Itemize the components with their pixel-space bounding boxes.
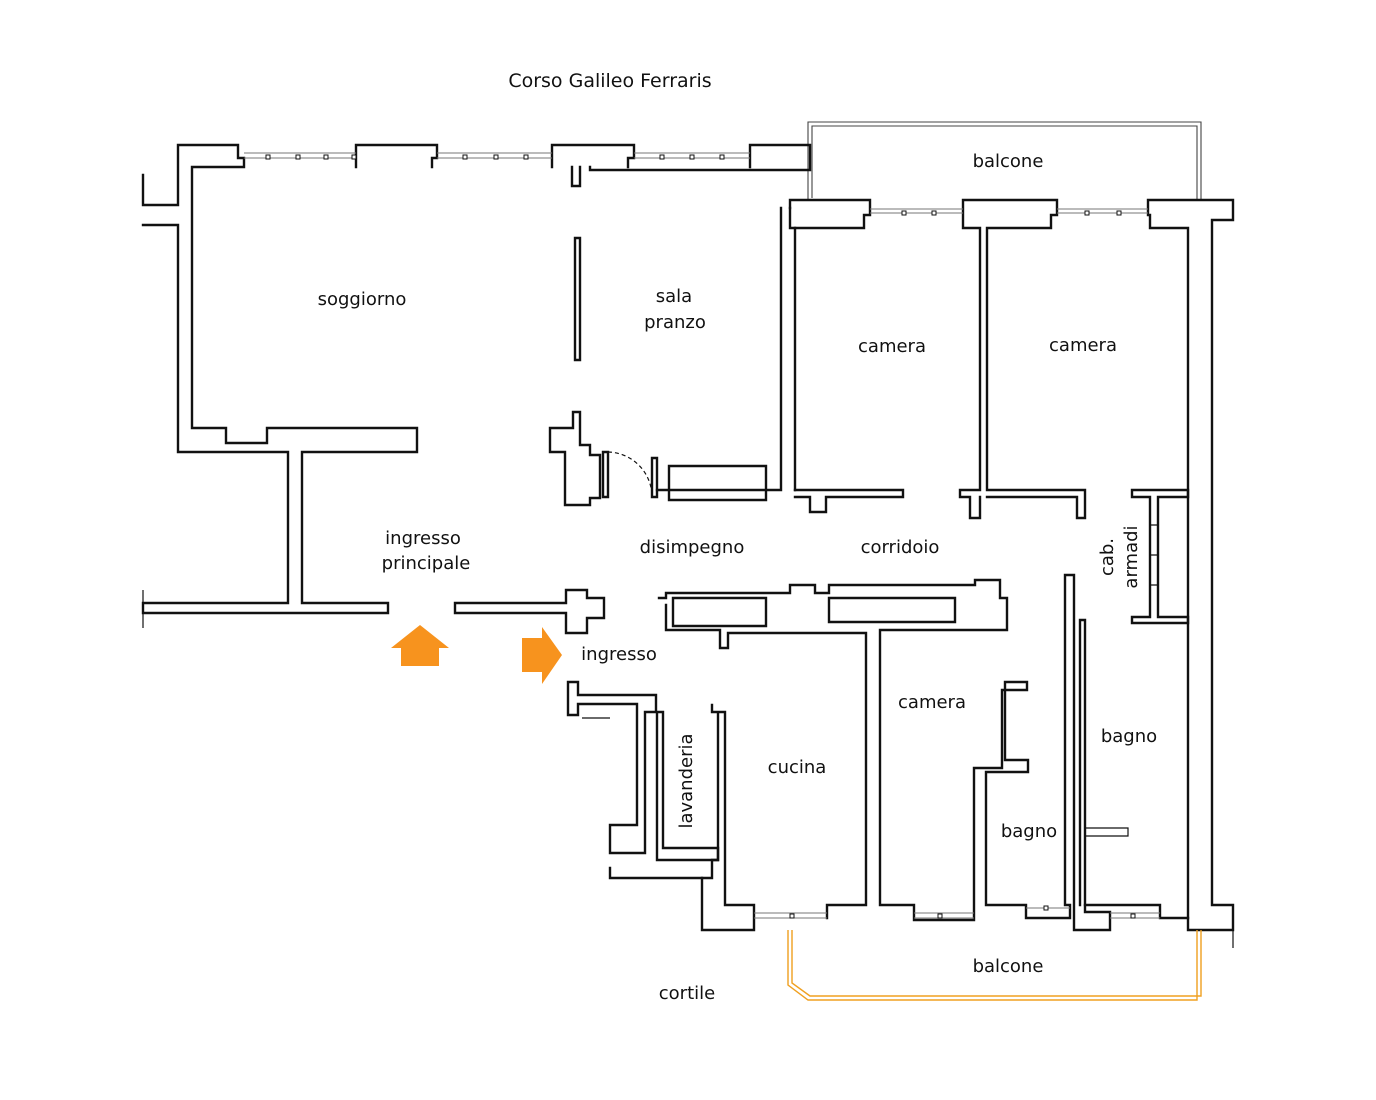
label-camera-1: camera bbox=[858, 336, 926, 357]
label-cab: cab. bbox=[1097, 538, 1118, 576]
label-lavanderia: lavanderia bbox=[676, 733, 697, 828]
label-disimpegno: disimpegno bbox=[640, 537, 745, 558]
label-balcone-top: balcone bbox=[973, 151, 1044, 172]
balcony-bottom-railing bbox=[787, 930, 1202, 1001]
main-entrance-arrow-icon bbox=[391, 625, 449, 666]
window-markers bbox=[265, 154, 1136, 919]
label-cucina: cucina bbox=[768, 757, 827, 778]
label-soggiorno: soggiorno bbox=[318, 289, 407, 310]
label-ingresso: ingresso bbox=[581, 644, 657, 665]
entrance-arrow-icon bbox=[522, 627, 562, 684]
label-balcone-bottom: balcone bbox=[973, 956, 1044, 977]
label-pranzo: pranzo bbox=[644, 312, 706, 333]
street-title: Corso Galileo Ferraris bbox=[508, 70, 711, 92]
label-bagno-right: bagno bbox=[1101, 726, 1157, 747]
balcony-top-railing bbox=[807, 121, 1202, 200]
label-bagno-small: bagno bbox=[1001, 821, 1057, 842]
label-sala: sala bbox=[656, 286, 692, 307]
label-armadi: armadi bbox=[1121, 525, 1142, 588]
label-camera-3: camera bbox=[898, 692, 966, 713]
label-corridoio: corridoio bbox=[861, 537, 940, 558]
label-ingresso-principale-1: ingresso bbox=[385, 528, 461, 549]
label-ingresso-principale-2: principale bbox=[382, 553, 471, 574]
label-cortile: cortile bbox=[659, 983, 715, 1004]
label-camera-2: camera bbox=[1049, 335, 1117, 356]
